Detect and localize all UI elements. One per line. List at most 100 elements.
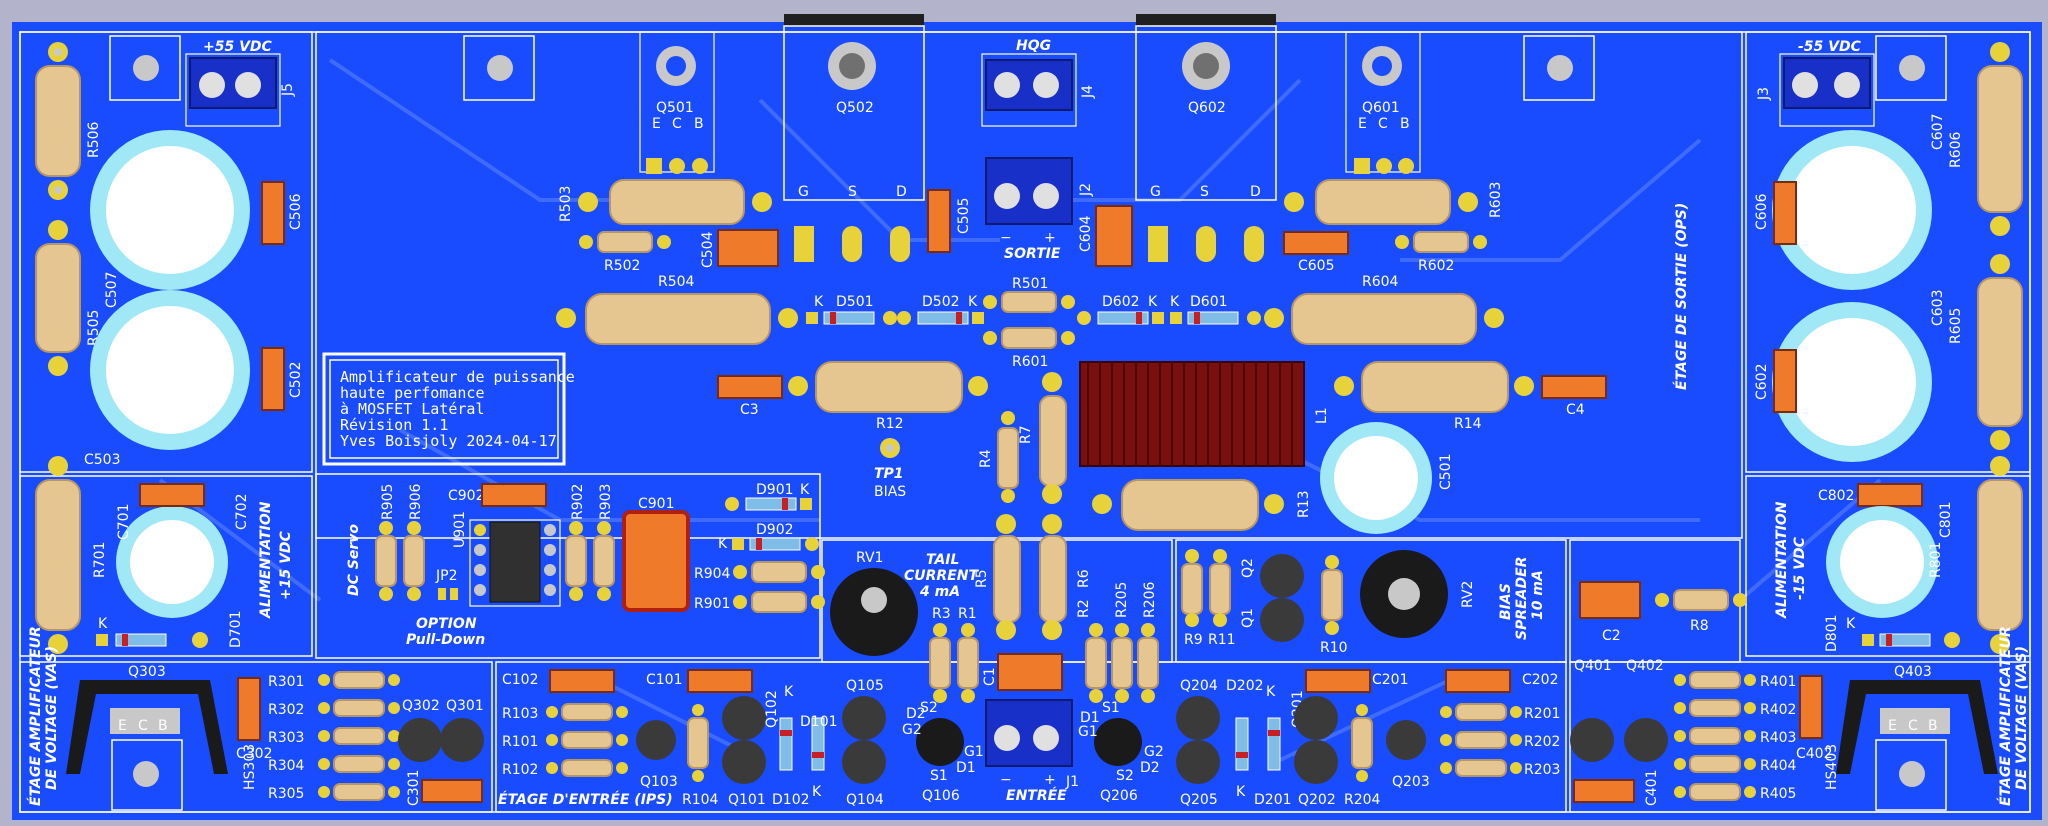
r401-ref: R401	[1760, 674, 1796, 690]
c3-ref: C3	[740, 402, 759, 418]
j1-label: ENTRÉE	[1006, 787, 1067, 804]
r502-ref: R502	[604, 258, 640, 274]
j3-label: -55 VDC	[1798, 39, 1862, 55]
q104-ref: Q104	[846, 792, 884, 808]
j1-ref: J1	[1065, 774, 1079, 790]
alim-neg-label-1: ALIMENTATION	[1774, 501, 1790, 619]
c507-ref: C507	[104, 272, 120, 309]
c102-ref: C102	[502, 672, 539, 688]
r605-ref: R605	[1948, 308, 1964, 344]
c506-ref: C506	[288, 193, 304, 230]
r901-ref: R901	[694, 596, 730, 612]
r8-ref: R8	[1690, 618, 1709, 634]
c802-ref: C802	[1818, 488, 1855, 504]
c201-ref: C201	[1372, 672, 1409, 688]
r501-ref: R501	[1012, 276, 1048, 292]
r504-ref: R504	[658, 274, 695, 290]
q106-d2: D2	[906, 706, 926, 722]
r904-ref: R904	[694, 566, 731, 582]
r302-ref: R302	[268, 702, 304, 718]
q203-ref: Q203	[1392, 774, 1430, 790]
j4-ref: J4	[1080, 85, 1096, 99]
q106-s2: S2	[920, 700, 938, 716]
r205-ref: R205	[1114, 582, 1130, 618]
r301-ref: R301	[268, 674, 304, 690]
d101-ref: D101	[800, 714, 838, 730]
d701-ref: D701	[228, 610, 244, 648]
dc-servo-label: DC Servo	[346, 524, 362, 596]
d201-ref: D201	[1254, 792, 1292, 808]
q601-c: C	[1378, 116, 1388, 132]
title-line-2: haute perfomance	[340, 384, 485, 402]
d502-ref: D502	[922, 294, 960, 310]
d201-k: K	[1266, 684, 1276, 700]
r203-ref: R203	[1524, 762, 1560, 778]
d601-k: K	[1170, 294, 1180, 310]
c504-ref: C504	[700, 231, 716, 268]
q106-d1: D1	[956, 760, 976, 776]
d501-ref: D501	[836, 294, 874, 310]
ips-section: ÉTAGE D'ENTRÉE (IPS) C102 C101 R103 R101…	[498, 669, 1560, 808]
r3-ref: R3	[932, 606, 951, 622]
q302-ref: Q302	[402, 698, 440, 714]
j4-label: HQG	[1016, 38, 1051, 54]
q206-g2: G2	[1144, 744, 1164, 760]
r101-ref: R101	[502, 734, 538, 750]
q502-s: S	[848, 184, 857, 200]
vas-left-section: ÉTAGE AMPLIFICATEUR DE VOLTAGE (VAS) Q30…	[27, 626, 484, 806]
d902-k: K	[718, 536, 728, 552]
c101-ref: C101	[646, 672, 683, 688]
r503-ref: R503	[558, 186, 574, 222]
d902-ref: D902	[756, 522, 794, 538]
hs403-ref: HS403	[1824, 744, 1840, 790]
bias-label-1: BIAS	[1498, 583, 1514, 620]
c2-ref: C2	[1602, 628, 1621, 644]
q403-c: C	[1908, 718, 1918, 734]
alim-pos-label-2: +15 VDC	[278, 530, 294, 600]
r404-ref: R404	[1760, 758, 1797, 774]
r603-ref: R603	[1488, 182, 1504, 218]
r2-ref: R2	[1076, 599, 1092, 618]
d701-k: K	[98, 616, 108, 632]
title-line-5: Yves Boisjoly 2024-04-17	[340, 432, 557, 450]
c902-ref: C902	[448, 488, 485, 504]
q206-g1: G1	[1078, 724, 1098, 740]
title-line-3: à MOSFET Latéral	[340, 400, 485, 418]
rv1-ref: RV1	[856, 550, 883, 566]
q303-b: B	[158, 718, 168, 734]
q102-ref: Q102	[764, 690, 780, 728]
c606-ref: C606	[1754, 193, 1770, 230]
c302-ref: C302	[236, 746, 273, 762]
q501-ref: Q501	[656, 100, 694, 116]
j2-ref: J2	[1078, 183, 1094, 197]
tail-label-3: 4 mA	[919, 584, 960, 600]
q601-b: B	[1400, 116, 1410, 132]
r402-ref: R402	[1760, 702, 1796, 718]
d202-k: K	[1236, 784, 1246, 800]
c602-ref: C602	[1754, 364, 1770, 401]
r7-ref: R7	[1018, 425, 1034, 444]
tail-label-1: TAIL	[926, 552, 959, 568]
jp2-ref: JP2	[435, 568, 457, 584]
option-label-1: OPTION	[416, 616, 477, 632]
vas-left-label-2: DE VOLTAGE (VAS)	[44, 646, 60, 790]
tp1-sub: BIAS	[874, 484, 906, 500]
r12-ref: R12	[876, 416, 904, 432]
r103-ref: R103	[502, 706, 538, 722]
d101-k: K	[784, 684, 794, 700]
r4-ref: R4	[978, 449, 994, 468]
q502-ref: Q502	[836, 100, 874, 116]
ips-section-label: ÉTAGE D'ENTRÉE (IPS)	[498, 791, 673, 808]
q602-ref: Q602	[1188, 100, 1226, 116]
j1-minus: −	[1000, 772, 1012, 788]
q206-d2: D2	[1140, 760, 1160, 776]
d602-k: K	[1148, 294, 1158, 310]
dc-servo-section: DC Servo R905 R906 C902 U901 JP2 OPTION …	[346, 482, 825, 648]
q303-ref: Q303	[128, 664, 166, 680]
tail-current-section: RV1 TAIL CURRENT 4 mA R5 R6 R3 R1 C1 R2 …	[830, 514, 1159, 703]
vas-left-label-1: ÉTAGE AMPLIFICATEUR	[27, 626, 44, 806]
q105-ref: Q105	[846, 678, 884, 694]
r303-ref: R303	[268, 730, 304, 746]
right-power-section: -55 VDC J3 R606 C607 C606 R605 C603 C602…	[1754, 39, 2023, 654]
